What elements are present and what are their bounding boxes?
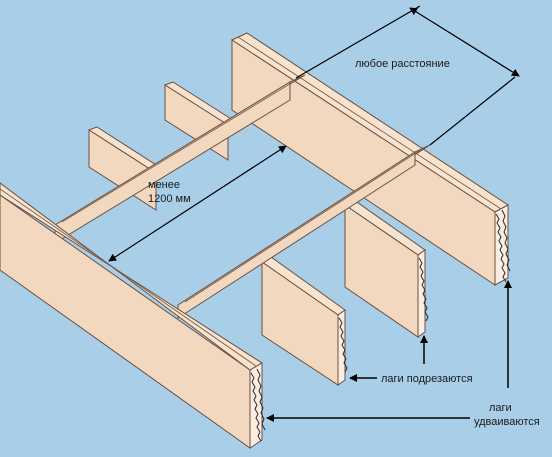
doubled-joist-left <box>0 182 266 449</box>
dimension-less-than-1200: менее 1200 мм <box>108 145 287 262</box>
dimension-any-distance: любое расстояние <box>295 5 520 146</box>
label-any-distance: любое расстояние <box>355 58 450 70</box>
label-joists-doubled-line2: удваиваются <box>474 416 540 428</box>
label-less-than-line2: 1200 мм <box>148 193 191 205</box>
label-less-than-line1: менее <box>148 179 180 191</box>
trimmed-joist-left <box>261 256 348 386</box>
header-front <box>177 144 431 319</box>
callout-joists-doubled: лаги удваиваются <box>266 280 540 428</box>
label-joists-trimmed: лаги подрезаются <box>381 373 473 385</box>
callout-joists-trimmed: лаги подрезаются <box>349 335 473 385</box>
label-joists-doubled-line1: лаги <box>489 402 512 414</box>
